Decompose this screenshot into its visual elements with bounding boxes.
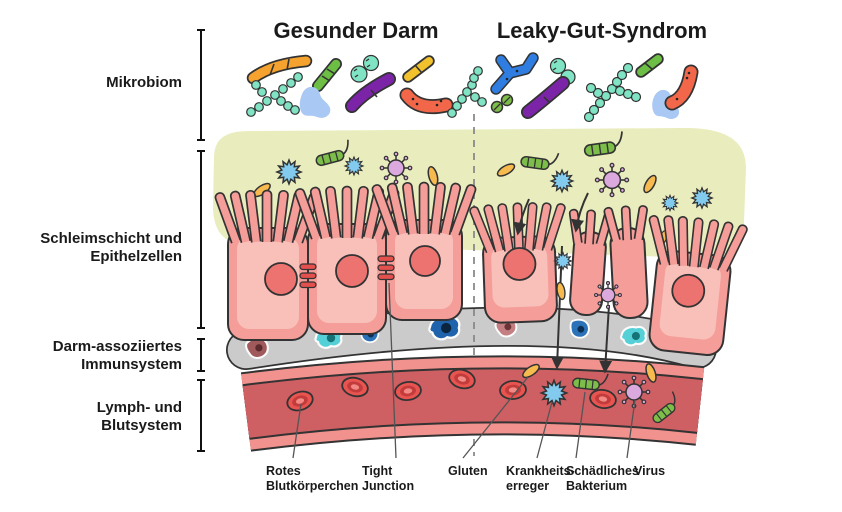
leader-bakterium [575,391,586,459]
bacteria-cocci-chain-icon [447,66,487,118]
bacteria-yellow-rod-icon [402,55,435,83]
microvilli [602,204,651,243]
bracket-immunsystem [197,338,205,372]
bacteria-orange-chain-icon [246,54,313,85]
callout-rbc-1: Rotes [266,464,301,478]
leader-rbc [292,403,302,459]
callout-patho-2: erreger [506,479,549,493]
callout-gluten: Gluten [448,464,488,478]
title-leaky: Leaky-Gut-Syndrom [497,18,707,43]
leak-arrow [571,192,589,233]
callout-bact-2: Bakterium [566,479,627,493]
leader-gluten [462,376,529,459]
epithelial-cell [293,185,401,335]
epithelium-healthy [213,181,478,341]
layer-labels: Mikrobiom Schleimschicht und Epithelzell… [40,74,182,434]
bracket-blutsystem [197,379,205,452]
bacteria-cocci-chain-icon [246,72,303,117]
bacteria-blue-branch-icon [490,52,539,95]
bacteria-green-rod-icon [312,58,342,92]
epithelial-cell [602,204,651,320]
bacteria-green-pair-icon [490,93,514,114]
bacteria-blue-blob-icon [299,86,331,118]
leader-virus [626,399,636,459]
epithelial-cell [467,200,569,324]
nucleus [502,247,537,281]
immune-cell [566,316,592,341]
leak-arrow [599,304,613,374]
blood-vessel [240,355,705,452]
microbiome-leaky [490,52,699,123]
epithelial-cell [213,189,321,341]
callout-tj-2: Junction [362,479,414,493]
callout-lines [292,282,636,459]
bracket-mikrobiom [197,29,205,141]
nucleus [335,254,369,288]
epithelial-cell [642,211,750,357]
bacteria-cocci-chain-icon [583,62,642,123]
immune-cell [620,325,647,347]
immune-cell [243,335,271,361]
bacteria-red-rod-icon [399,87,454,115]
callout-rbc-2: Blutkörperchen [266,479,358,493]
immune-cell [492,314,520,340]
callout-virus: Virus [634,464,665,478]
leak-arrow [513,198,530,236]
leader-tight-junction [388,282,397,459]
callout-patho-1: Krankheits- [506,464,575,478]
bacteria-purple-rod-icon [521,76,570,119]
pathogen-star-icon [554,252,572,270]
immune-cell [314,327,343,349]
label-schleimschicht-2: Epithelzellen [90,248,182,265]
callout-labels: Rotes Blutkörperchen Tight Junction Glut… [266,464,665,493]
label-immunsystem-2: Immunsystem [81,356,182,373]
microbiome-healthy [246,54,487,118]
nucleus [409,245,441,277]
label-mikrobiom: Mikrobiom [106,74,182,91]
bracket-schleimschicht [197,150,205,329]
label-blutsystem-2: Blutsystem [101,417,182,434]
callout-tj-1: Tight [362,464,393,478]
bacteria-red-rod-icon [664,64,699,111]
epithelial-cell [370,181,478,321]
virus-icon [594,162,630,198]
callout-bact-1: Schädliches [566,464,639,478]
title-row: Gesunder Darm Leaky-Gut-Syndrom [273,18,707,43]
title-healthy: Gesunder Darm [273,18,438,43]
leader-krankheitserreger [536,401,553,459]
bacteria-green-rod-icon [635,53,664,78]
tight-junction [299,263,317,289]
tight-junction [377,255,395,281]
nucleus [671,273,706,308]
layer-brackets [197,29,205,452]
bacteria-cocci-pair-icon [350,54,380,83]
label-schleimschicht-1: Schleimschicht und [40,230,182,247]
virus-icon [593,280,623,310]
label-immunsystem-1: Darm-assoziiertes [53,338,182,355]
nucleus [264,262,298,296]
immune-cell [428,315,461,341]
bacteria-purple-rod-icon [345,72,396,113]
label-blutsystem-1: Lymph- und [97,399,182,416]
virus-icon [379,151,413,185]
